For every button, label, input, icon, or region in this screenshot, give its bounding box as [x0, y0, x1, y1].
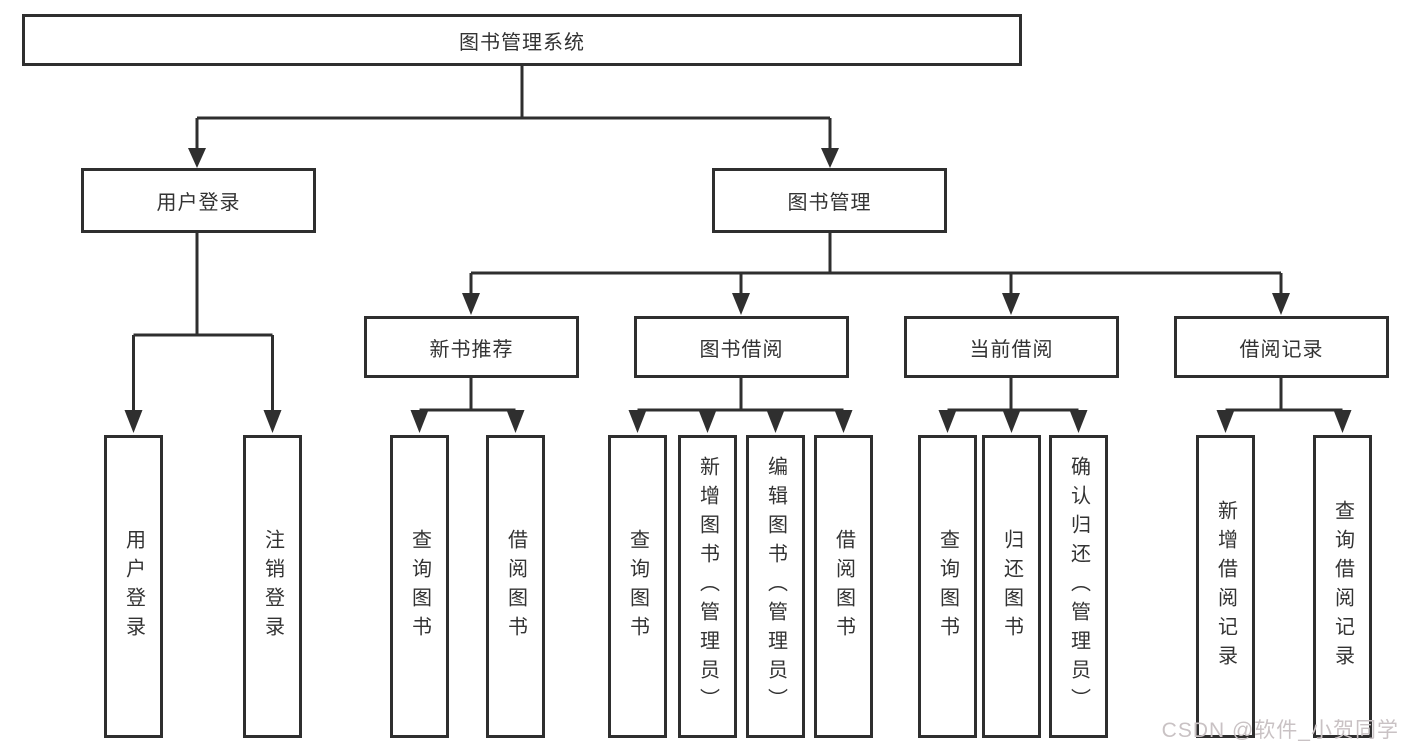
leaf-current-query-book: 查询图书 — [918, 435, 977, 738]
leaf-borrowing-borrow-book: 借阅图书 — [814, 435, 873, 738]
node-new-book-recommend: 新书推荐 — [364, 316, 579, 378]
leaf-logout: 注销登录 — [243, 435, 302, 738]
node-user-login: 用户登录 — [81, 168, 316, 233]
leaf-borrowing-query-book: 查询图书 — [608, 435, 667, 738]
leaf-recommend-borrow-book: 借阅图书 — [486, 435, 545, 738]
leaf-current-return-book: 归还图书 — [982, 435, 1041, 738]
leaf-records-add-borrow-record: 新增借阅记录 — [1196, 435, 1255, 738]
leaf-current-confirm-return-admin: 确认归还（管理员） — [1049, 435, 1108, 738]
leaf-borrowing-edit-book-admin: 编辑图书（管理员） — [746, 435, 805, 738]
arrowheads — [124, 148, 1352, 433]
leaf-recommend-query-book: 查询图书 — [390, 435, 449, 738]
node-book-borrowing: 图书借阅 — [634, 316, 849, 378]
csdn-watermark: CSDN @软件_小贺同学 — [1161, 719, 1399, 742]
node-borrowing-records: 借阅记录 — [1174, 316, 1389, 378]
node-root: 图书管理系统 — [22, 14, 1022, 66]
node-book-management: 图书管理 — [712, 168, 947, 233]
leaf-user-login: 用户登录 — [104, 435, 163, 738]
leaf-records-query-borrow-record: 查询借阅记录 — [1313, 435, 1372, 738]
leaf-borrowing-add-book-admin: 新增图书（管理员） — [678, 435, 737, 738]
node-current-borrowing: 当前借阅 — [904, 316, 1119, 378]
